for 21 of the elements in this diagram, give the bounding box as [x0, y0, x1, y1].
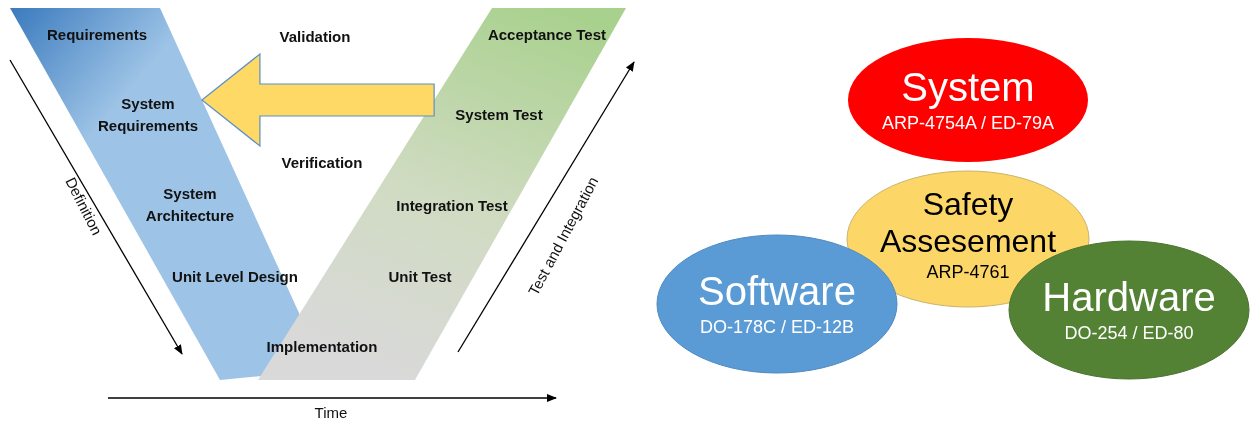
phase-label: Validation — [279, 27, 351, 45]
ellipse-title: Hardware — [1042, 273, 1216, 320]
standard-label: ARP-4761 — [926, 261, 1010, 285]
axis-label: Time — [314, 403, 348, 421]
stage-label: Acceptance Test — [487, 25, 607, 46]
stage-label: Unit Level Design — [172, 267, 298, 288]
stage-label: System Test — [454, 105, 544, 126]
stage-label: System Architecture — [144, 184, 236, 226]
phase-label: Verification — [281, 153, 363, 171]
stage-label: Integration Test — [395, 196, 509, 217]
ellipse-title: Safety Assesement — [878, 185, 1058, 260]
block-arrow — [200, 52, 435, 148]
ellipse-title: System — [901, 63, 1035, 110]
stage-label: System Requirements — [97, 94, 199, 136]
ellipse-title: Software — [698, 267, 856, 314]
phase-label: Implementation — [266, 337, 378, 355]
standard-label: DO-178C / ED-12B — [699, 315, 855, 339]
standard-label: ARP-4754A / ED-79A — [881, 111, 1055, 135]
stage-label: Unit Test — [388, 267, 452, 288]
standard-label: DO-254 / ED-80 — [1064, 321, 1194, 345]
stage-label: Requirements — [47, 25, 147, 46]
